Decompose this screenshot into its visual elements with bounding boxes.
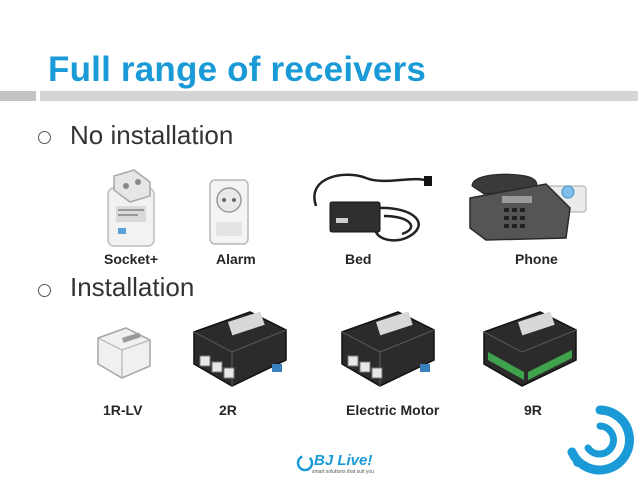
relay-box-icon: [341, 311, 435, 387]
product-caption-1r-lv: 1R-LV: [103, 402, 143, 418]
brand-logo-icon: [296, 454, 314, 472]
product-caption-alarm: Alarm: [216, 251, 256, 267]
bullet-marker-installation: [38, 284, 51, 297]
relay-box-green-terminals-icon: [483, 311, 577, 387]
socket-plug-icon: [107, 169, 155, 247]
bullet-no-installation: No installation: [70, 120, 234, 150]
product-caption-bed: Bed: [345, 251, 372, 267]
brand-tagline: smart solutions that suit you: [312, 469, 374, 475]
title-rule-left: [0, 91, 36, 101]
desk-phone-icon: [469, 173, 587, 241]
small-receiver-module-icon: [97, 327, 151, 379]
ring-logo-icon: [567, 405, 634, 475]
product-caption-phone: Phone: [515, 251, 558, 267]
bullet-installation: Installation: [70, 272, 195, 302]
relay-box-icon: [193, 311, 287, 387]
product-caption-socket-plus: Socket+: [104, 251, 159, 267]
brand-name: BJ Live!: [314, 452, 373, 469]
title-rule-right: [40, 91, 638, 101]
product-caption-2r: 2R: [219, 402, 237, 418]
slide-title: Full range of receivers: [48, 50, 427, 89]
bed-power-adapter-icon: [313, 173, 432, 242]
product-caption-electric-motor: Electric Motor: [346, 402, 440, 418]
alarm-module-icon: [209, 179, 249, 245]
bullet-marker-no-installation: [38, 131, 51, 144]
product-caption-9r: 9R: [524, 402, 542, 418]
